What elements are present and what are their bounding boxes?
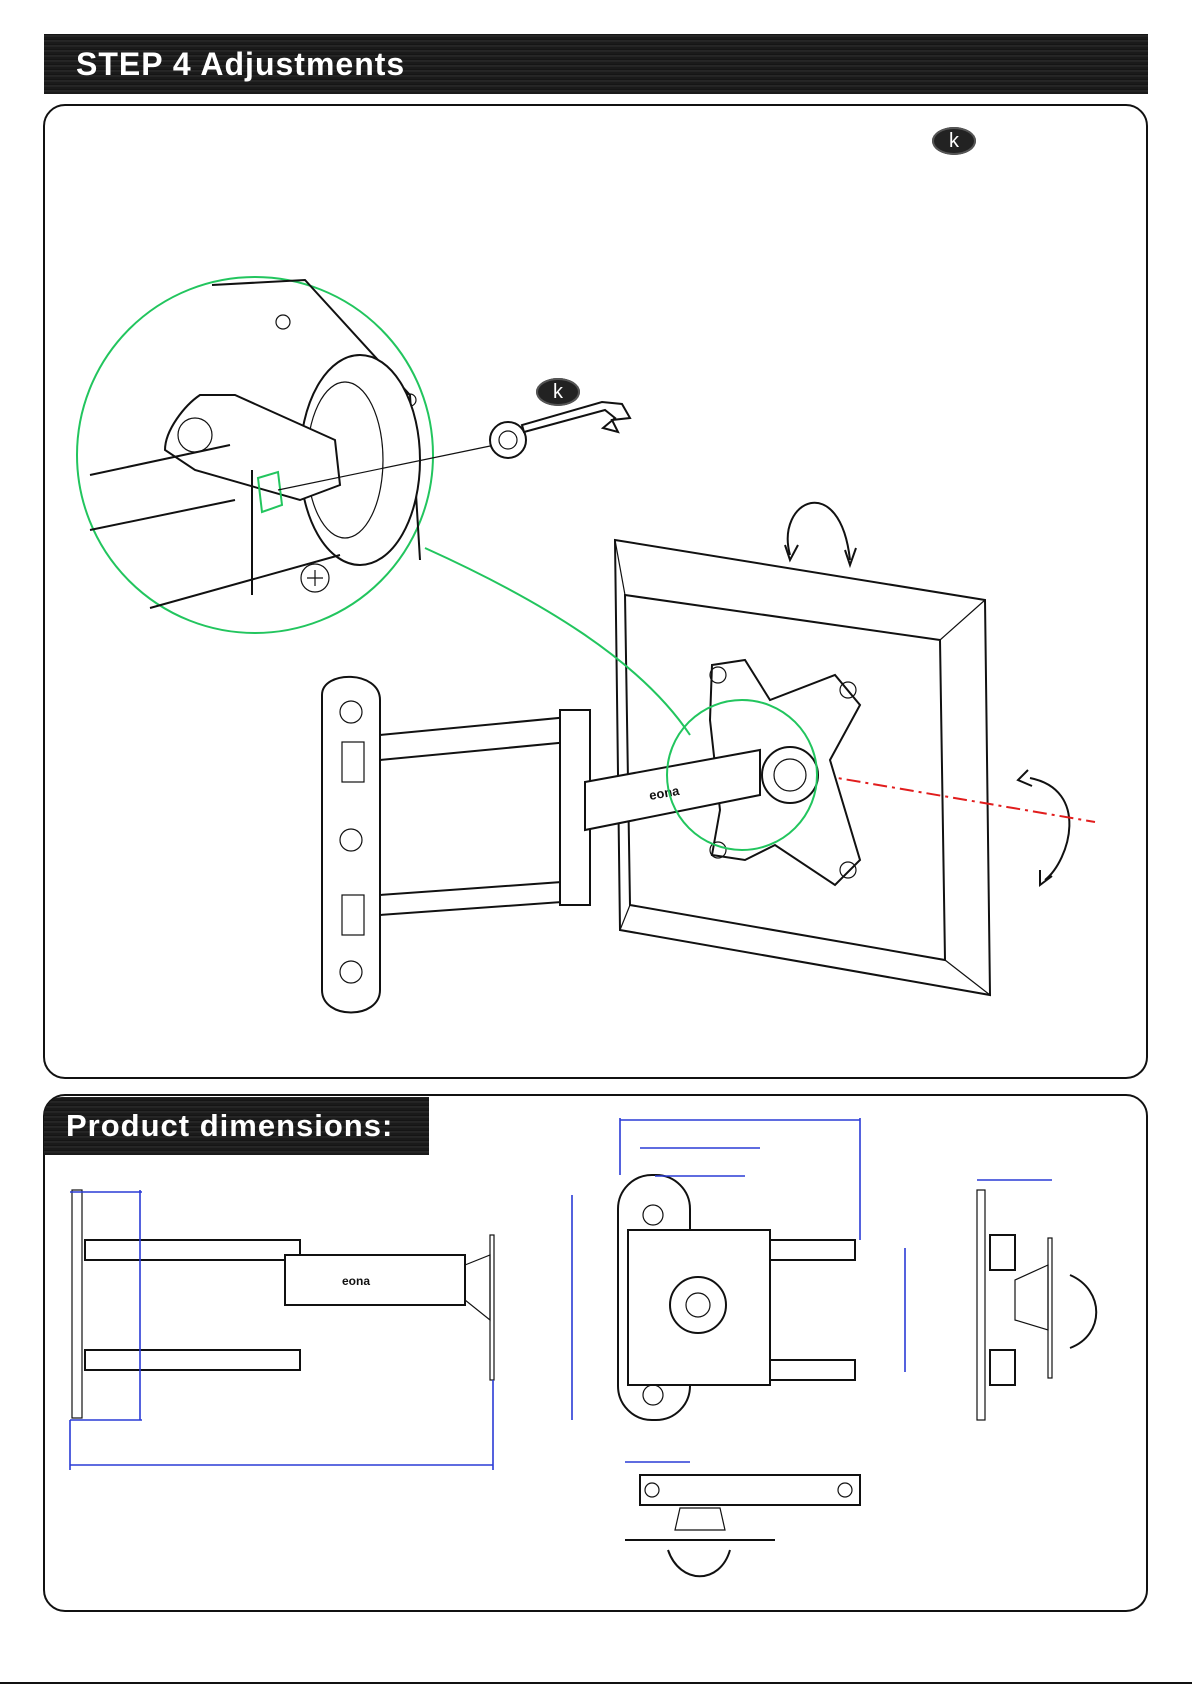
top-view [625,1475,860,1576]
magnified-detail [77,277,495,633]
profile-view [977,1190,1096,1420]
side-view-logo: eona [342,1274,370,1288]
page-bottom-rule [0,1682,1192,1684]
side-view: eona [72,1190,494,1418]
detail-leader-line [425,548,690,735]
tilt-axis-line [820,775,1095,822]
rotate-arrow-icon [1018,770,1069,885]
rotate-arrow-icon [785,503,856,565]
wall-plate [322,677,380,1013]
front-view [618,1175,855,1420]
side-view-dimensions [70,1190,493,1470]
wrench-icon [490,402,630,458]
arm-assembly: eona [380,710,760,915]
